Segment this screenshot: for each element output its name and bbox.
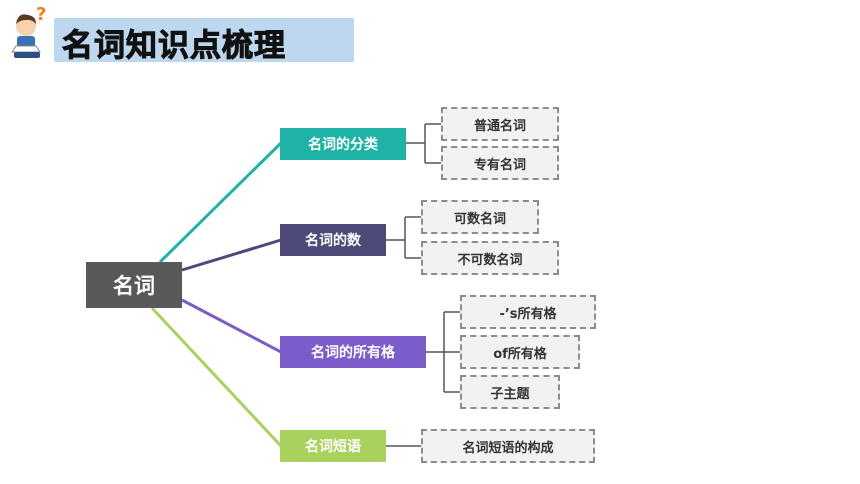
title-banner xyxy=(54,18,354,62)
leaf-s-possessive: -’s所有格 xyxy=(460,295,596,329)
bracket-number xyxy=(386,216,421,259)
category-node-classification: 名词的分类 xyxy=(280,128,406,160)
leaf-of-possessive: of所有格 xyxy=(460,335,580,369)
category-node-number: 名词的数 xyxy=(280,224,386,256)
leaf-proper-noun: 专有名词 xyxy=(441,146,559,180)
connector-root-number xyxy=(181,238,282,272)
category-node-phrase: 名词短语 xyxy=(280,430,386,462)
root-node: 名词 xyxy=(86,262,182,308)
leaf-subtopic: 子主题 xyxy=(460,375,560,409)
leaf-phrase-structure: 名词短语的构成 xyxy=(421,429,595,463)
connector-root-phrase xyxy=(150,306,283,448)
leaf-common-noun: 普通名词 xyxy=(441,107,559,141)
svg-text:?: ? xyxy=(36,4,46,25)
bracket-classification xyxy=(406,123,441,164)
page-title: 名词知识点梳理 xyxy=(62,28,286,65)
connector-root-classification xyxy=(158,141,283,264)
reading-student-icon: ? xyxy=(6,4,50,62)
bracket-possessive xyxy=(426,311,460,393)
category-node-possessive: 名词的所有格 xyxy=(280,336,426,368)
leaf-countable-noun: 可数名词 xyxy=(421,200,539,234)
leaf-uncountable-noun: 不可数名词 xyxy=(421,241,559,275)
connector-root-possessive xyxy=(181,298,282,354)
